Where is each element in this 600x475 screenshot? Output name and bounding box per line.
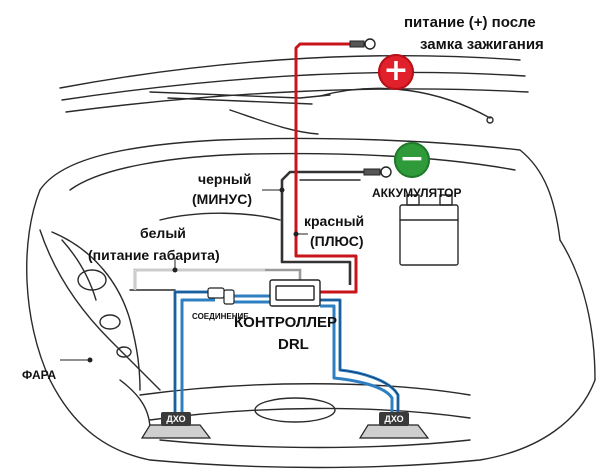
- white-wire-label-line1: белый: [140, 225, 186, 241]
- connection-label: СОЕДИНЕНИЕ: [192, 312, 249, 321]
- black-wire-label-line1: черный: [198, 171, 252, 187]
- ignition-label-line2: замка зажигания: [420, 36, 544, 53]
- drl-left-module: ДХО: [161, 412, 191, 426]
- minus-icon: −: [394, 142, 430, 178]
- controller-label-line2: DRL: [278, 336, 309, 353]
- red-wire-label-line2: (ПЛЮС): [310, 233, 364, 249]
- black-wire-label-line2: (МИНУС): [192, 191, 252, 207]
- drl-right-module: ДХО: [379, 412, 409, 426]
- red-wire-label-line1: красный: [304, 213, 365, 229]
- white-wire-label-line2: (питание габарита): [88, 247, 220, 263]
- ignition-label-line1: питание (+) после: [404, 14, 536, 31]
- plus-icon: +: [378, 54, 414, 90]
- headlight-label: ФАРА: [22, 368, 57, 382]
- controller-label-line1: КОНТРОЛЛЕР: [234, 314, 337, 331]
- battery-label: АККУМУЛЯТОР: [372, 186, 462, 200]
